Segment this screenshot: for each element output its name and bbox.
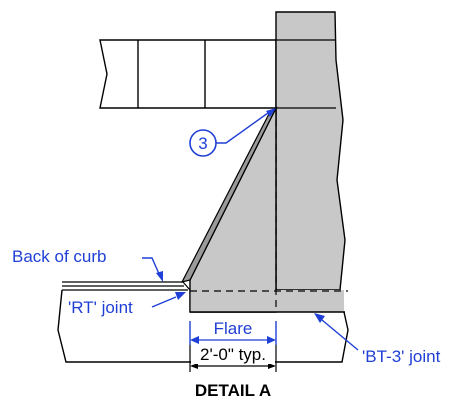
callout-arrowhead	[266, 108, 276, 117]
typ-label-bg	[191, 344, 275, 364]
bt3-joint-annotation: 'BT-3' joint	[314, 313, 441, 366]
rt-joint-label: 'RT' joint	[68, 298, 133, 317]
flare-label: Flare	[214, 319, 253, 338]
rt-joint-arrowhead	[175, 292, 186, 300]
back-of-curb-label: Back of curb	[12, 247, 107, 266]
back-of-curb-arrowhead	[156, 271, 163, 282]
callout-number: 3	[198, 134, 207, 153]
hidden-lines	[190, 108, 348, 312]
bt3-joint-arrowhead	[314, 313, 325, 323]
typ-arrow-left	[190, 363, 198, 369]
bt3-joint-leader	[321, 319, 359, 351]
flare-dimension: Flare	[189, 319, 277, 345]
callout-3: 3	[189, 108, 276, 157]
upper-member	[99, 39, 277, 109]
gray-base	[190, 290, 344, 312]
gray-wall	[275, 11, 346, 291]
rt-joint-annotation: 'RT' joint	[68, 292, 186, 317]
callout-leader	[216, 112, 269, 144]
typ-label: 2'-0" typ.	[200, 345, 266, 364]
back-of-curb-annotation: Back of curb	[12, 247, 163, 282]
typ-dimension: 2'-0" typ.	[189, 344, 277, 372]
curb	[62, 281, 191, 291]
flare-arrow-right	[267, 336, 276, 344]
flare-arrow-left	[190, 336, 199, 344]
back-of-curb-leader	[142, 257, 161, 277]
rt-joint-leader	[151, 296, 177, 308]
typ-arrow-right	[268, 363, 276, 369]
bt3-joint-label: 'BT-3' joint	[362, 347, 441, 366]
detail-title: DETAIL A	[195, 381, 271, 400]
